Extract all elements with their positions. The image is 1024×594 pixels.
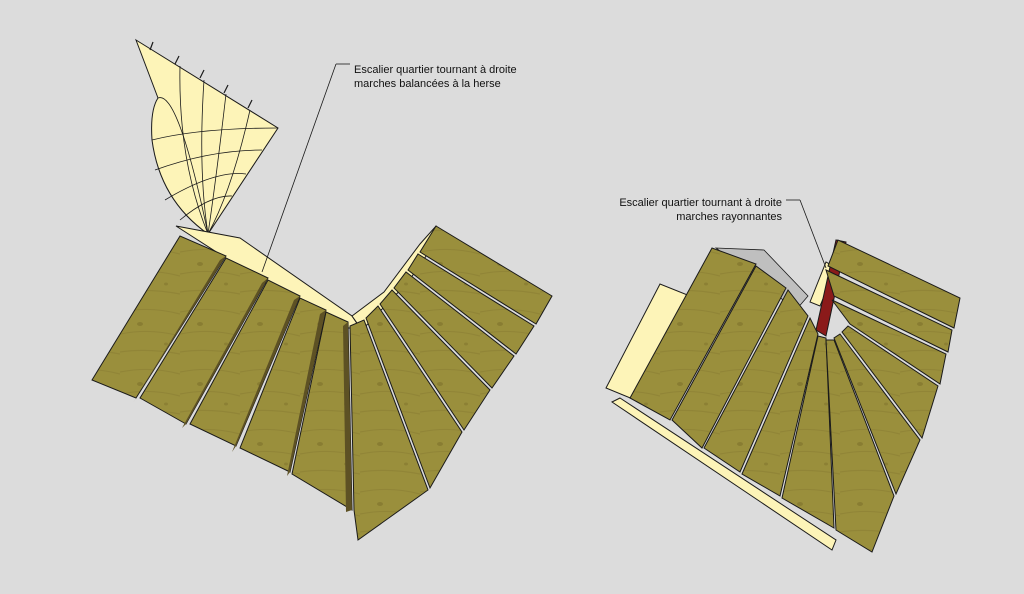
step xyxy=(629,247,757,421)
step xyxy=(703,289,809,473)
step xyxy=(827,239,961,329)
step xyxy=(781,335,835,529)
step xyxy=(825,339,895,553)
herse-drawing xyxy=(135,38,279,235)
callout-radiating-stair: Escalier quartier tournant à droite marc… xyxy=(619,196,782,224)
step xyxy=(91,235,227,403)
step xyxy=(239,297,327,476)
callout-line: Escalier quartier tournant à droite xyxy=(354,64,517,76)
step xyxy=(379,289,491,431)
step xyxy=(671,265,787,449)
callout-leader-line xyxy=(799,199,827,269)
step xyxy=(349,319,429,541)
steps-upper-flight xyxy=(349,225,553,541)
stair-radiating[interactable] xyxy=(605,239,961,553)
step xyxy=(419,225,553,325)
step xyxy=(291,311,353,512)
callout-line: Escalier quartier tournant à droite xyxy=(619,197,782,209)
step xyxy=(189,279,301,452)
step xyxy=(407,253,535,355)
steps-radiating xyxy=(741,239,961,553)
stair-balanced[interactable] xyxy=(91,38,553,541)
steps-lower-flight xyxy=(91,235,353,512)
step xyxy=(139,257,269,428)
step xyxy=(393,271,515,389)
steps-lower-flight xyxy=(629,247,809,473)
step xyxy=(833,333,921,496)
step xyxy=(365,305,463,490)
callout-line: marches balancées à la herse xyxy=(354,78,501,90)
callout-balanced-stair: Escalier quartier tournant à droite marc… xyxy=(354,63,517,91)
callout-leader-line xyxy=(261,63,337,273)
step xyxy=(841,325,939,440)
step xyxy=(831,299,947,385)
step xyxy=(741,316,819,497)
step xyxy=(825,269,953,353)
callout-line: marches rayonnantes xyxy=(676,211,782,223)
